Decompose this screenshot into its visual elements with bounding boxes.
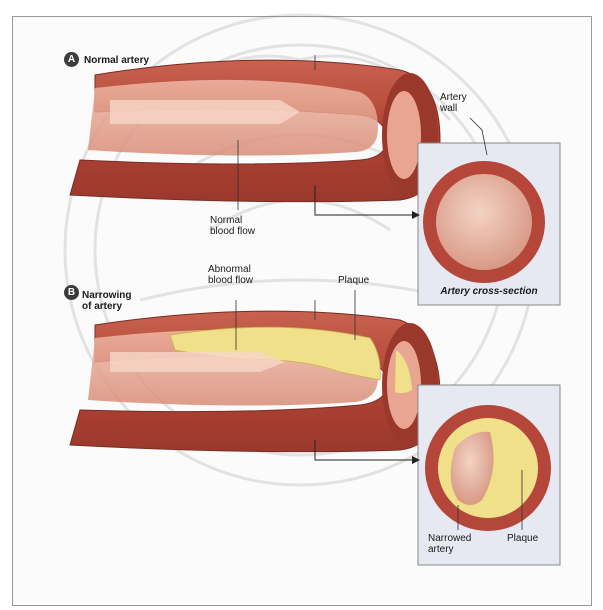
plaque-cross-label: Plaque xyxy=(507,533,538,544)
flow-arrow-normal xyxy=(110,100,300,124)
cross-section-label: Artery cross-section xyxy=(418,286,560,297)
panel-a-badge: A xyxy=(64,52,79,67)
normal-flow-label: Normal blood flow xyxy=(210,215,270,237)
abnormal-flow-label: Abnormal blood flow xyxy=(208,264,278,286)
flow-arrow-abnormal xyxy=(110,352,285,372)
normal-artery-tube xyxy=(70,60,440,202)
plaque-label: Plaque xyxy=(338,275,369,286)
artery-wall-label: Artery wall xyxy=(440,92,484,114)
cross-section-narrowed xyxy=(425,405,551,531)
cross-section-normal xyxy=(423,161,545,283)
panel-b-badge: B xyxy=(64,285,79,300)
narrowed-artery-tube xyxy=(70,311,440,452)
narrowed-artery-label: Narrowed artery xyxy=(428,533,488,555)
panel-a-title: Normal artery xyxy=(84,55,149,66)
panel-b-title: Narrowing of artery xyxy=(82,290,131,312)
